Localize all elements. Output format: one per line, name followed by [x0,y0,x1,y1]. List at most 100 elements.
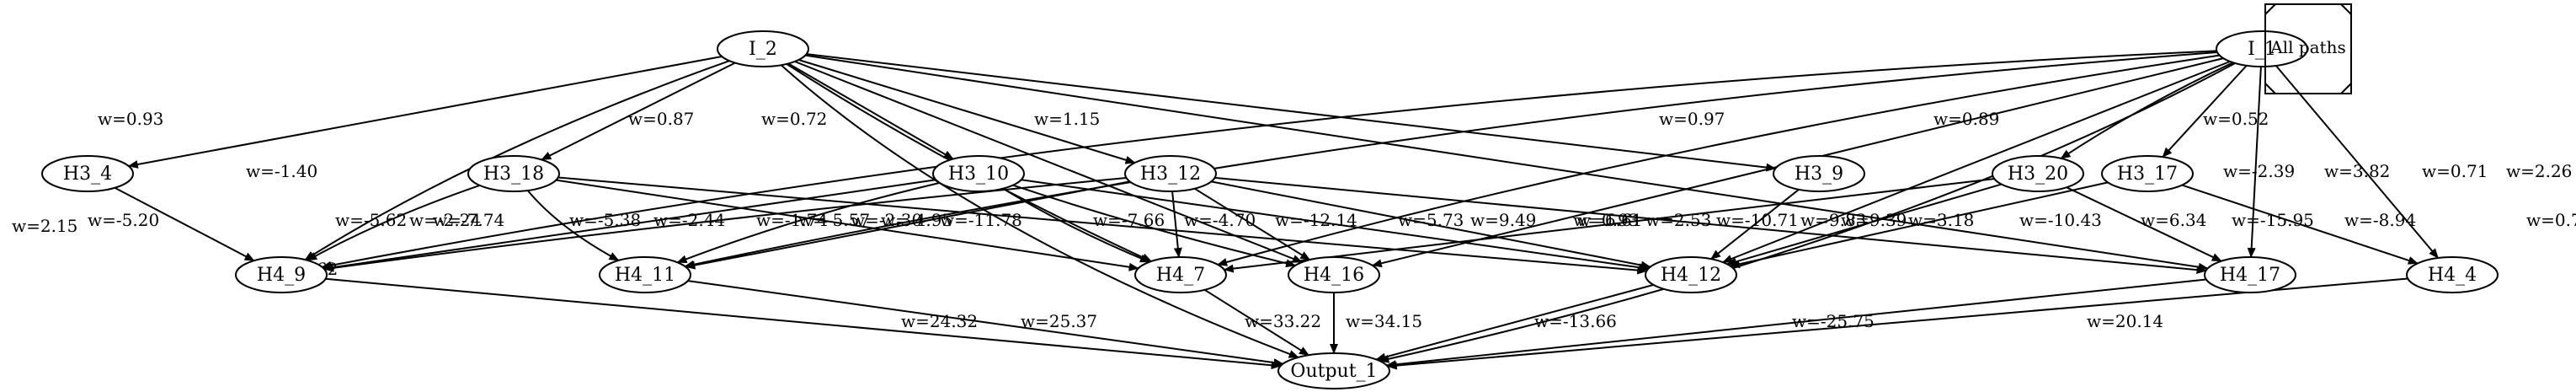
edge: w=0.97 [806,53,1777,172]
edge-line [2162,65,2248,158]
edge-weight-label: w=34.15 [1346,311,1422,331]
node-label: Output_1 [1290,361,1377,382]
edge-weight-label: w=0.93 [98,109,163,129]
node-h3-10: H3_10 [932,155,1025,192]
node-ellipse [1773,155,1865,192]
node-ellipse [2101,155,2194,192]
edge-line [1721,61,2231,263]
edge: w=-5.62 [323,179,936,272]
node-i-1: I_1 [2216,30,2308,67]
legend-label: All paths [2269,37,2346,57]
edge: w=0.71 [2247,66,2488,258]
nodes-layer: I_2 I_1H3_4 H3_18 H3_10 H3_12 H3_9 H3_20 H3_17H… [41,30,2499,389]
edge: w=-12.14 [1194,187,1357,261]
legend-corner-bl [2264,83,2276,94]
node-h4-9: H4_9 [235,256,328,293]
edge: w=-4.95 [881,187,1150,263]
edge-line [1729,181,2109,269]
edge: w=3.82 [1721,61,2390,263]
edge-line [794,61,1304,263]
edge-line [127,56,723,169]
node-ellipse [2204,256,2296,293]
edge-weight-label: w=-1.40 [246,161,317,181]
edge-weight-label: w=-5.62 [335,210,407,230]
edge-weight-label: w=33.22 [1245,311,1321,331]
edge-weight-label: w=2.26 [2506,161,2572,181]
node-label: H3_12 [1140,164,1201,185]
edge: w=9.49 [1021,179,1650,272]
node-h4-17: H4_17 [2204,256,2296,293]
edge-line [1211,180,1651,270]
node-label: H4_4 [2428,265,2477,286]
edge-line [321,50,2217,270]
node-ellipse [1288,256,1380,293]
node-h3-9: H3_9 [1773,155,1865,192]
edge-line [1375,283,1654,362]
edge-weight-label: w=-7.66 [1093,210,1165,230]
edge-weight-label: w=3.82 [2324,161,2390,181]
node-label: I_2 [749,39,777,60]
edge: w=-7.66 [685,180,1165,270]
edge-line [1726,183,2003,266]
edge-weight-label: w=24.32 [901,311,978,331]
edge-line [1203,288,1309,357]
node-label: H3_18 [483,164,544,185]
edge-line [304,60,730,260]
edge-weight-label: w=2.15 [12,216,77,236]
edge-line [2060,62,2234,159]
edge-weight-label: w=9.49 [1470,210,1536,230]
edge: w=-5.38 [556,179,1139,271]
edge: w=-5.57 [323,177,1127,272]
edge-weight-label: w=1.15 [1034,109,1100,129]
node-ellipse [1645,256,1737,293]
edge-weight-label: w=-2.24 [409,210,481,230]
edge: w=-10.43 [1726,183,2102,266]
node-h3-18: H3_18 [467,155,560,192]
edge-weight-label: w=20.14 [2087,311,2163,331]
node-ellipse [2406,256,2499,293]
edge-weight-label: w=-11.78 [940,210,1022,230]
node-h4-11: H4_11 [599,256,691,293]
edge: w=6.34 [1729,181,2206,269]
node-ellipse [1134,256,1227,293]
node-h3-12: H3_12 [1124,155,1217,192]
node-i-2: I_2 [717,30,809,67]
edge-weight-label: w=0.87 [628,109,694,129]
edge-weight-label: w=0.71 [2422,161,2488,181]
node-ellipse [2216,30,2308,67]
edge-weight-label: w=-15.95 [2232,210,2314,230]
edge-weight-label: w=0.72 [761,109,827,129]
node-ellipse [1992,155,2084,192]
edge-line [676,181,941,264]
edge-line [1171,191,1182,258]
node-label: H4_11 [615,265,675,286]
node-ellipse [1124,155,1217,192]
node-h3-20: H3_20 [1992,155,2084,192]
edge: w=2.26 [2275,65,2572,259]
edge-line [780,64,1299,358]
edge-line [685,180,1130,270]
edge-line [323,177,1127,272]
edge: w=0.79 [1379,62,2576,363]
edge-line [787,62,954,160]
legend-corner-tl [2264,3,2276,15]
edge-weight-label: w=-7.74 [433,210,504,230]
node-label: H3_9 [1795,164,1843,185]
edge-weight-label: w=9.39 [1841,210,1907,230]
edge-line [1385,278,2207,369]
node-h3-17: H3_17 [2101,155,2194,192]
edge-line [1214,176,2207,275]
legend-frame [2264,3,2352,94]
legend-corner-tr [2340,3,2352,15]
edge-weight-label: w=-13.66 [1534,311,1617,331]
node-ellipse [932,155,1025,192]
edge-weight-label: w=-10.71 [1716,210,1799,230]
node-label: H3_4 [63,164,112,185]
edge-line [1379,62,2236,363]
edge-line [1021,179,1650,272]
node-label: H3_10 [948,164,1009,185]
edge-weight-label: w=-5.20 [88,210,159,230]
edge-line [684,51,2218,269]
